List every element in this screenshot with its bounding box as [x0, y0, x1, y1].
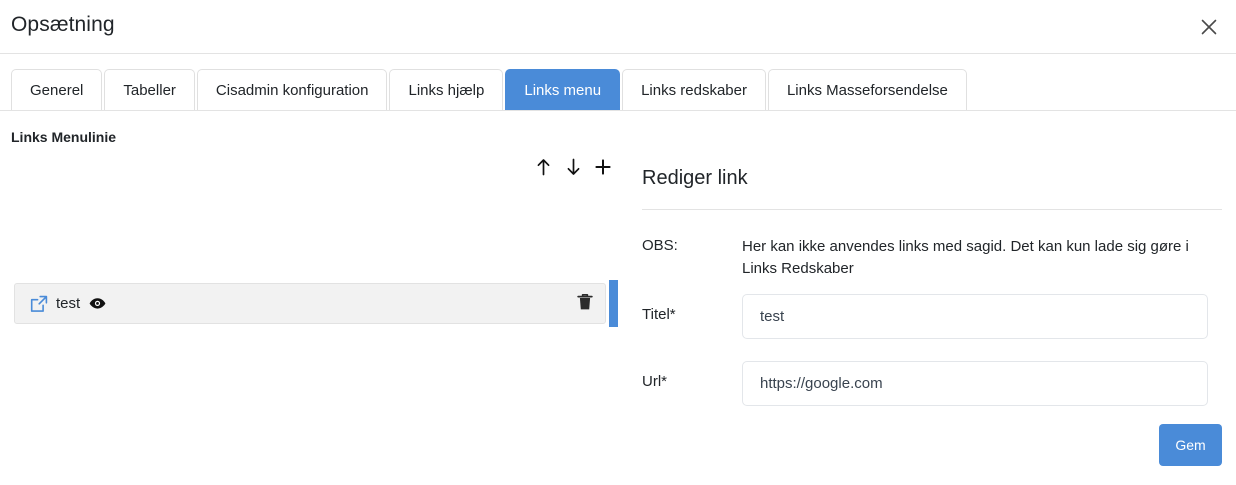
dialog-body: Links Menulinie	[0, 111, 1236, 485]
links-list-panel: Links Menulinie	[0, 111, 626, 485]
tab-links-hjaelp[interactable]: Links hjælp	[389, 69, 504, 111]
trash-icon	[577, 293, 593, 314]
title-row: Titel*	[626, 294, 1236, 339]
obs-text: Her kan ikke anvendes links med sagid. D…	[742, 238, 1189, 277]
tab-links-redskaber[interactable]: Links redskaber	[622, 69, 766, 111]
list-item-label: test	[56, 295, 81, 312]
obs-label: OBS:	[642, 237, 678, 254]
external-link-icon[interactable]	[30, 295, 48, 313]
links-list: test	[14, 280, 618, 327]
tab-tabeller[interactable]: Tabeller	[104, 69, 195, 111]
page-title: Opsætning	[11, 13, 115, 36]
panel-title: Rediger link	[642, 167, 748, 189]
tab-cisadmin-konfiguration[interactable]: Cisadmin konfiguration	[196, 69, 388, 111]
move-down-icon[interactable]	[564, 157, 582, 177]
url-label: Url*	[642, 373, 667, 390]
eye-icon[interactable]	[89, 297, 106, 310]
save-button[interactable]: Gem	[1159, 424, 1222, 466]
url-input[interactable]	[742, 361, 1208, 406]
title-input[interactable]	[742, 294, 1208, 339]
tab-bar-divider	[0, 110, 1236, 111]
tab-links-menu[interactable]: Links menu	[505, 69, 621, 111]
add-icon[interactable]	[594, 157, 612, 177]
close-button[interactable]	[1192, 10, 1226, 44]
edit-link-panel: Rediger link OBS: Her kan ikke anvendes …	[626, 111, 1236, 485]
url-row: Url*	[626, 361, 1236, 406]
list-item[interactable]: test	[14, 283, 606, 324]
list-scrollbar-thumb[interactable]	[609, 280, 618, 327]
tab-bar: Generel Tabeller Cisadmin konfiguration …	[11, 69, 969, 111]
list-item-content: test	[15, 295, 106, 313]
move-up-icon[interactable]	[534, 157, 552, 177]
title-label: Titel*	[642, 306, 676, 323]
delete-button[interactable]	[574, 293, 596, 315]
dialog-header: Opsætning	[0, 0, 1236, 54]
close-icon	[1199, 17, 1219, 37]
tab-generel[interactable]: Generel	[11, 69, 103, 111]
section-title: Links Menulinie	[11, 129, 117, 145]
list-toolbar	[534, 157, 612, 177]
tab-links-masseforsendelse[interactable]: Links Masseforsendelse	[767, 69, 967, 111]
obs-row: OBS: Her kan ikke anvendes links med sag…	[626, 236, 1236, 280]
panel-divider	[642, 209, 1222, 210]
